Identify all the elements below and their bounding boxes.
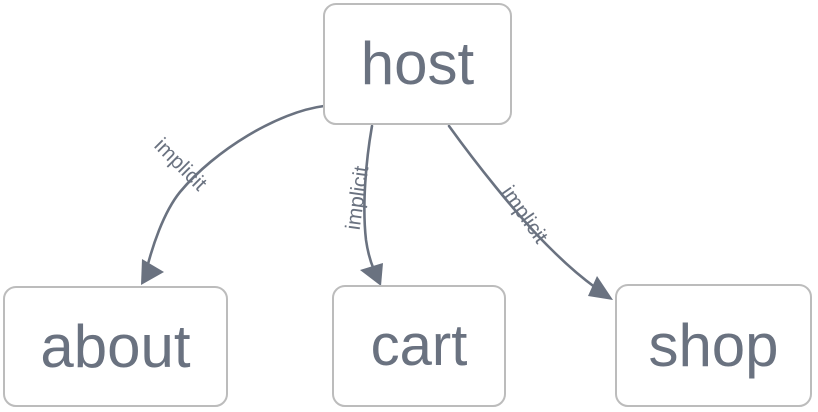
edge-host-shop[interactable] xyxy=(447,124,613,300)
node-cart[interactable]: cart xyxy=(332,285,506,407)
edge-host-shop-arrowhead xyxy=(588,276,613,300)
node-shop[interactable]: shop xyxy=(615,284,812,407)
edge-host-shop-path xyxy=(447,124,598,290)
edge-host-cart-path xyxy=(363,124,376,272)
node-about[interactable]: about xyxy=(3,286,228,407)
node-cart-label: cart xyxy=(370,313,468,378)
edge-host-cart-arrowhead xyxy=(360,263,383,286)
node-about-label: about xyxy=(40,312,191,380)
node-shop-label: shop xyxy=(648,311,779,379)
node-host[interactable]: host xyxy=(323,3,512,125)
edge-host-about-path xyxy=(145,104,326,270)
edge-host-cart[interactable] xyxy=(360,124,383,286)
edge-host-about-arrowhead xyxy=(141,259,164,285)
edge-host-about[interactable] xyxy=(141,104,326,285)
node-host-label: host xyxy=(360,30,475,97)
